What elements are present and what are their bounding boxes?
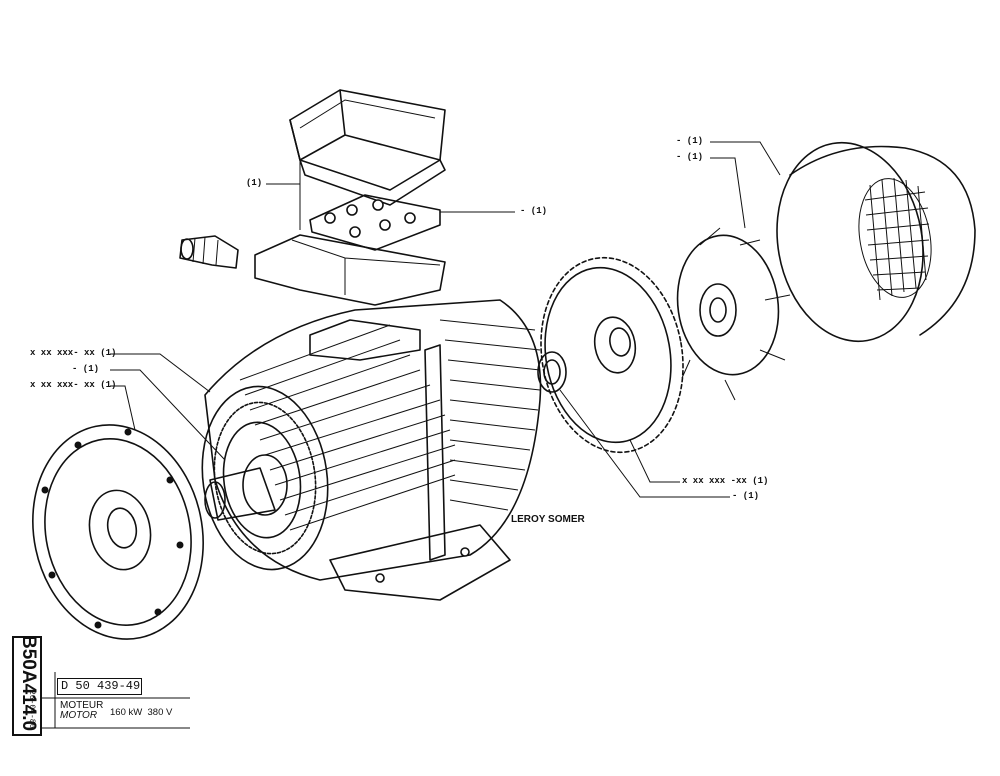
rear-end-shield [540,256,684,454]
part-name: MOTEUR MOTOR [60,701,103,721]
callout-fan-cover-2: - (1) [676,152,704,162]
reference-number: D 50 439-49 [57,678,142,695]
front-end-shield [32,424,204,640]
cooling-fan [676,227,791,401]
callout-bearing-rear: - (1) [732,491,760,501]
rotor-shaft [204,454,288,521]
fan-cover [776,141,976,343]
part-name-en: MOTOR [60,710,98,721]
stator-winding [201,385,329,571]
terminal-box-cover [289,89,446,206]
leader-lines [110,141,781,498]
callout-terminal-cover: (1) [246,178,263,188]
terminal-box-base [254,234,446,306]
drawing-code-box: B50A414.0 [12,635,42,736]
callout-end-shield-front: x xx xxx- xx (1) [30,380,117,390]
rating: 160 kW 380 V [110,707,172,718]
terminal-board [309,194,441,251]
callout-rotor: - (1) [72,364,100,374]
brand-label: LEROY SOMER [511,514,585,525]
callout-stator-winding: x xx xxx- xx (1) [30,348,117,358]
cable-gland [179,235,239,269]
voltage-rating: 380 V [147,707,173,718]
part-name-fr: MOTEUR [60,700,104,711]
drawing-date: 26-04-86 [27,690,36,729]
callout-fan-cover-1: - (1) [676,136,704,146]
callout-terminal-board: - (1) [520,206,548,216]
callout-end-shield-rear: x xx xxx -xx (1) [682,476,769,486]
motor-frame [204,299,542,601]
rear-bearing [537,351,567,393]
power-rating: 160 kW [110,707,143,718]
